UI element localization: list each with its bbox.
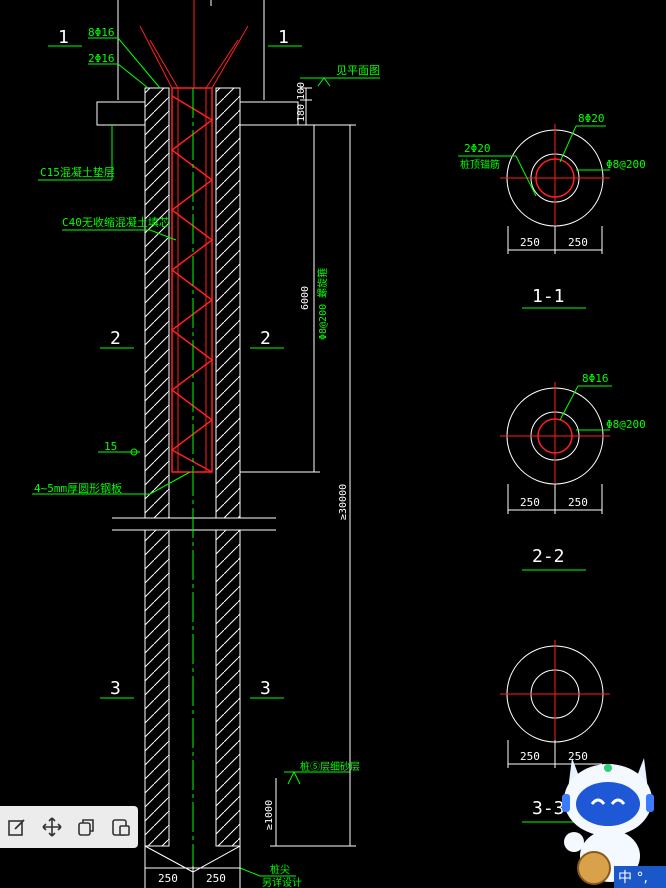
paste-icon[interactable] (108, 814, 134, 840)
section-3-3 (500, 640, 610, 823)
dim-total: ≥30000 (338, 484, 349, 520)
s2-stirrup: Φ8@200 (606, 418, 646, 431)
s2-dim-b: 250 (568, 496, 588, 509)
section-mark-1-right: 1 (278, 27, 289, 48)
bottom-dim-b: 250 (206, 872, 226, 885)
section-1-1 (458, 124, 610, 309)
s2-title: 2-2 (532, 546, 565, 567)
dim-top: 180 (296, 104, 307, 122)
s1-dim-a: 250 (520, 236, 540, 249)
label-bearing-sub: 桩⑤层细砂层 (300, 760, 360, 773)
label-pile-tip: 桩尖 (270, 863, 290, 876)
label-core: C40无收缩混凝土填芯 (62, 215, 170, 229)
s1-title: 1-1 (532, 286, 565, 307)
s1-rebar-side: 2Φ20 (464, 142, 491, 155)
dim-6000: 6000 (300, 286, 311, 310)
section-mark-3-right: 3 (260, 678, 271, 699)
move-icon[interactable] (39, 814, 65, 840)
s1-stirrup: Φ8@200 (606, 158, 646, 171)
label-rebar-top: 8Φ16 (88, 26, 115, 39)
label-plate: 4~5mm厚圆形钢板 (34, 481, 122, 495)
dim-1000: ≥1000 (264, 800, 275, 830)
copy-icon[interactable] (73, 814, 99, 840)
s3-dim-b: 250 (568, 750, 588, 763)
label-elev-ref: 见平面图 (336, 64, 380, 77)
s1-dim-b: 250 (568, 236, 588, 249)
section-mark-2-left: 2 (110, 328, 121, 349)
floating-toolbar (0, 806, 138, 848)
bottom-dim-a: 250 (158, 872, 178, 885)
label-pile-tip-sub: 另详设计 (262, 876, 302, 888)
label-rebar-top2: 2Φ16 (88, 52, 115, 65)
dim-top2: 100 (296, 82, 307, 100)
section-mark-3-left: 3 (110, 678, 121, 699)
s1-rebar-main: 8Φ20 (578, 112, 605, 125)
section-mark-2-right: 2 (260, 328, 271, 349)
edit-icon[interactable] (4, 814, 30, 840)
section-2-2 (500, 382, 612, 571)
s1-rebar-side-sub: 桩顶锚筋 (460, 158, 500, 171)
s2-rebar-main: 8Φ16 (582, 372, 609, 385)
stirrup-note: Φ8@200 螺旋箍 (316, 268, 329, 340)
label-cushion: C15混凝土垫层 (40, 165, 115, 179)
label-angle: 15 (104, 440, 117, 453)
section-mark-1-left: 1 (58, 27, 69, 48)
s2-dim-a: 250 (520, 496, 540, 509)
s3-dim-a: 250 (520, 750, 540, 763)
ime-indicator[interactable]: 中 °, (614, 866, 666, 888)
s3-title: 3-3 (532, 798, 565, 819)
